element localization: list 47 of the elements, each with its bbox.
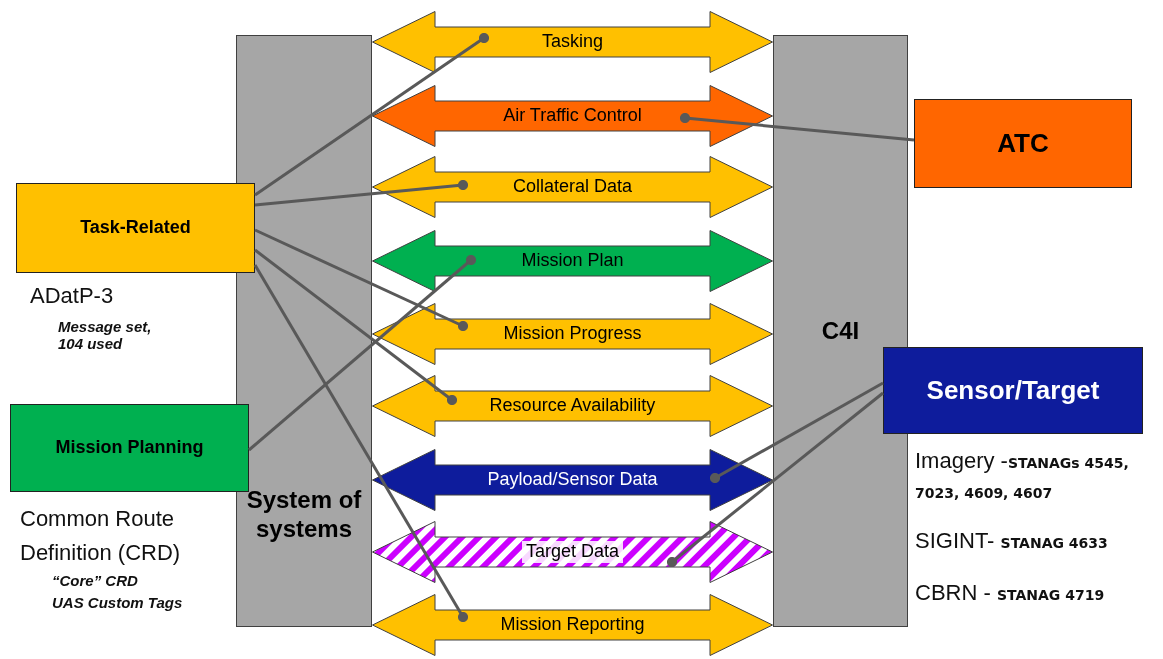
band-label: Payload/Sensor Data bbox=[487, 469, 658, 491]
system-column bbox=[773, 35, 908, 627]
leader-line bbox=[254, 179, 469, 207]
band-label: Air Traffic Control bbox=[503, 105, 642, 127]
category-box bbox=[16, 183, 255, 273]
standard-note: ADatP-3 bbox=[30, 283, 115, 309]
box-label: Sensor/Target bbox=[926, 374, 1100, 407]
box-label: ATC bbox=[997, 127, 1049, 160]
standard-note: “Core” CRD bbox=[52, 572, 139, 589]
double-arrow-band bbox=[372, 156, 773, 218]
standard-note: SIGINT- STANAG 4633 bbox=[915, 528, 1109, 554]
column-label: System of systems bbox=[245, 486, 363, 544]
standard-note: CBRN - STANAG 4719 bbox=[915, 580, 1106, 606]
band-label: Mission Plan bbox=[521, 250, 624, 272]
column-label: C4I bbox=[821, 316, 860, 346]
band-label: Mission Progress bbox=[503, 323, 642, 345]
standard-note: Imagery -STANAGs 4545, 7023, 4609, 4607 bbox=[915, 447, 1130, 503]
band-label: Resource Availability bbox=[489, 395, 656, 417]
leader-line bbox=[253, 264, 469, 623]
category-box bbox=[883, 347, 1143, 434]
leader-line bbox=[254, 228, 469, 332]
standard-note: Common Route Definition (CRD) bbox=[20, 505, 182, 567]
double-arrow-band bbox=[372, 11, 773, 73]
leader-line bbox=[666, 391, 884, 568]
band-label: Mission Reporting bbox=[500, 614, 645, 636]
category-box bbox=[10, 404, 249, 492]
leader-line bbox=[254, 248, 458, 406]
leader-line bbox=[254, 32, 490, 197]
leader-line bbox=[248, 254, 477, 452]
standard-note: UAS Custom Tags bbox=[52, 594, 184, 611]
band-label: Collateral Data bbox=[512, 176, 633, 198]
box-label: Mission Planning bbox=[55, 437, 204, 459]
band-label: Target Data bbox=[521, 541, 624, 563]
leader-line bbox=[679, 112, 915, 142]
double-arrow-band bbox=[372, 521, 773, 583]
category-box bbox=[914, 99, 1132, 188]
leader-line bbox=[709, 381, 884, 484]
double-arrow-band bbox=[372, 375, 773, 437]
band-label: Tasking bbox=[542, 31, 603, 53]
double-arrow-band bbox=[372, 449, 773, 511]
double-arrow-band bbox=[372, 594, 773, 656]
box-label: Task-Related bbox=[80, 217, 191, 239]
double-arrow-band bbox=[372, 85, 773, 147]
double-arrow-band bbox=[372, 303, 773, 365]
standard-note: Message set, 104 used bbox=[58, 318, 153, 352]
system-column bbox=[236, 35, 372, 627]
double-arrow-band bbox=[372, 230, 773, 292]
